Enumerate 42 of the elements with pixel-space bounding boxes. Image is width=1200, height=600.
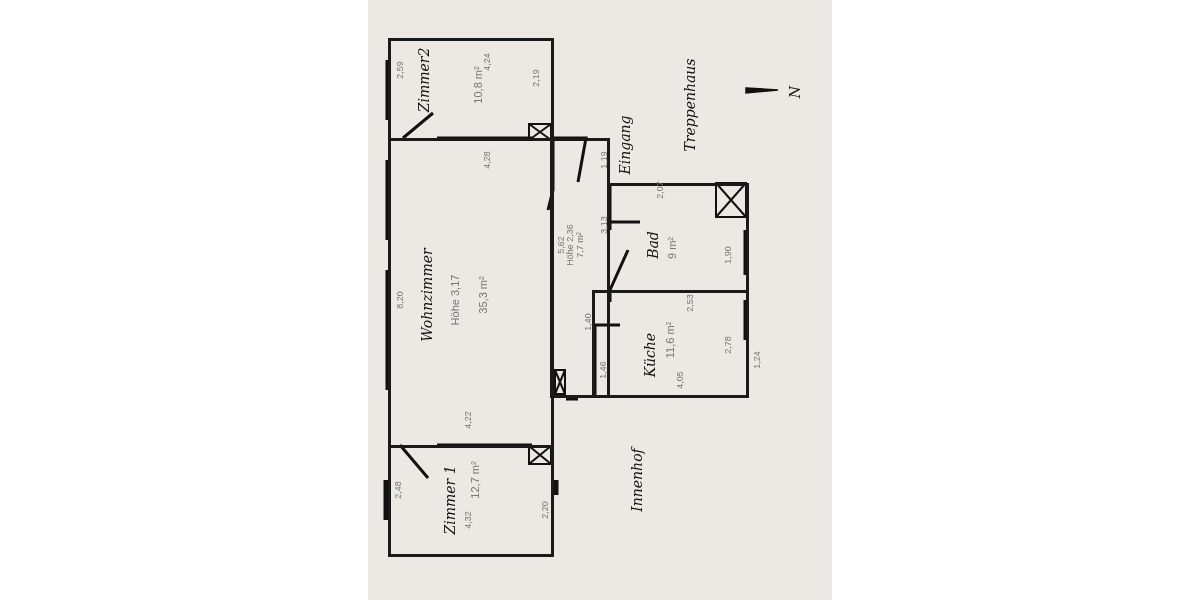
dimension-text: 2,53 [685,294,695,312]
dimension-text: 4,24 [482,53,492,71]
room-outline [592,290,749,398]
room-info-text: 11,6 m² [664,321,676,359]
dimension-text: 2,78 [723,336,733,354]
room-name: Wohnzimmer [420,248,434,342]
room-info-text: Höhe 3,17 [449,274,461,326]
dimension-text: 7,7 m² [575,232,585,258]
dimension-text: 2,07 [655,181,665,199]
dimension-text: 3,13 [599,216,609,234]
room-info-text: 12,7 m² [469,461,481,499]
dimension-text: 2,48 [393,481,403,499]
dimension-text: 2,59 [395,61,405,79]
room-name: Bad [646,231,660,259]
room-name: Zimmer2 [417,47,431,113]
room-name: Zimmer 1 [443,465,457,535]
room-info-text: 35,3 m² [477,276,489,314]
room-info-text: 9 m² [666,237,678,259]
entrance-label: Eingang [618,115,632,175]
room-outline [388,38,554,141]
dimension-text: 4,32 [463,511,473,529]
dimension-text: 4,05 [675,371,685,389]
dimension-text: 4,28 [482,151,492,169]
dimension-text: 1,90 [723,246,733,264]
dimension-text: Höhe 2,36 [565,224,575,266]
room-name: Küche [643,332,657,378]
dimension-text: 5,62 [556,236,566,254]
dimension-text: 1,40 [583,313,593,331]
room-outline [388,445,554,557]
north-label: N [788,85,802,99]
dimension-text: 4,22 [463,411,473,429]
area-label: Innenhof [630,448,644,512]
room-info-text: 10,8 m² [472,66,484,104]
dimension-text: 1,46 [598,361,608,379]
area-label: Treppenhaus [683,58,697,152]
dimension-text: 8,20 [395,291,405,309]
dimension-text: 2,19 [531,69,541,87]
dimension-text: 1,19 [599,151,609,169]
room-outline [388,138,554,448]
room-outline [607,183,749,293]
dimension-text: 2,20 [540,501,550,519]
room-outline [550,138,610,398]
